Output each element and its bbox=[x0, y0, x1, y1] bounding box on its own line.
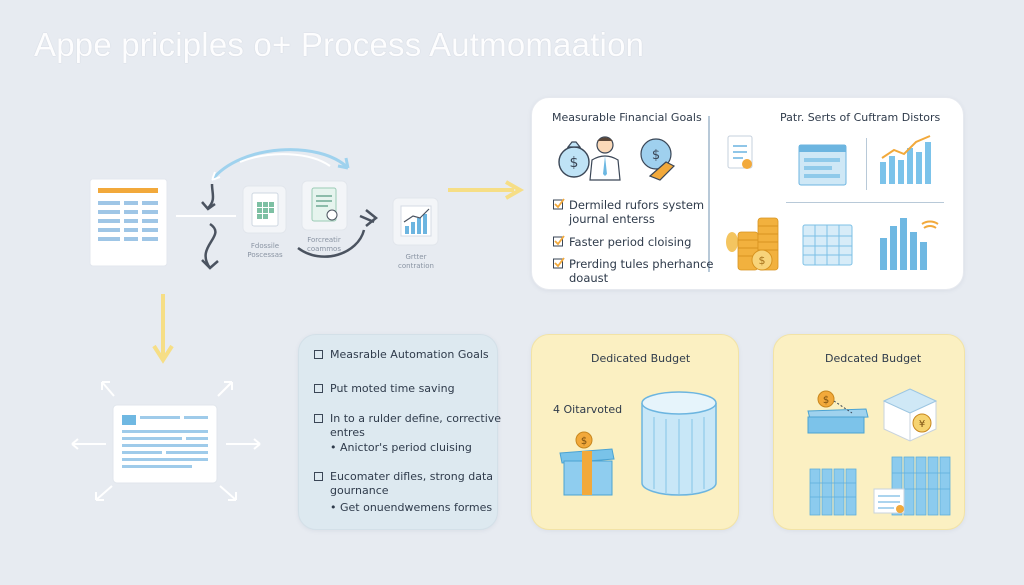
automation-goals-card: Measrable Automation Goals Put moted tim… bbox=[298, 334, 501, 530]
automation-item-4-text: Anictor's period cluising bbox=[340, 441, 472, 454]
budget-card-1: Dedicated Budget 4 Oitarvoted $ bbox=[531, 334, 739, 530]
browser-window-icon bbox=[798, 144, 847, 186]
bar-chart-icon bbox=[880, 218, 939, 270]
expanding-document-icon bbox=[71, 381, 261, 501]
report-document-icon bbox=[727, 135, 753, 169]
checkbox-icon bbox=[314, 384, 323, 393]
goals-item-1-line2: journal enterss bbox=[569, 212, 655, 226]
automation-item-2: Put moted time saving bbox=[330, 382, 455, 395]
card-divider-vertical bbox=[708, 116, 710, 272]
down-arrow-icon bbox=[201, 183, 219, 270]
card-divider-horizontal bbox=[786, 202, 944, 203]
flow-label-2-line1: Forcreatir bbox=[307, 236, 341, 244]
budget-card-2-title: Dedcated Budget bbox=[825, 352, 922, 365]
goals-heading-left: Measurable Financial Goals bbox=[552, 111, 702, 124]
checkbox-icon bbox=[314, 414, 323, 423]
card-divider-vertical-2 bbox=[866, 138, 867, 190]
document-icon bbox=[242, 185, 287, 234]
goals-item-1: Dermiled rufors system journal enterss bbox=[569, 198, 704, 226]
money-bag-icon: $ bbox=[558, 141, 590, 178]
check-icon bbox=[553, 198, 565, 210]
automation-item-3: In to a rulder define, corrective entres bbox=[330, 412, 501, 440]
check-icon bbox=[553, 235, 565, 247]
arrow-right-icon bbox=[448, 180, 525, 200]
money-hand-icon: $ bbox=[640, 138, 676, 181]
stacked-bars-icon bbox=[809, 456, 951, 516]
curved-arrow-icon bbox=[210, 148, 350, 181]
flow-label-3-line2: contration bbox=[398, 262, 434, 270]
money-tray-icon: $ bbox=[807, 390, 869, 434]
flow-label-1: Fdossile Poscessas bbox=[240, 242, 290, 260]
budget-card-2: Dedcated Budget $ ¥ bbox=[773, 334, 965, 530]
automation-item-6-text: Get onuendwemens formes bbox=[340, 501, 493, 514]
automation-item-5: Eucomater difles, strong data gournance bbox=[330, 470, 493, 498]
calendar-icon bbox=[802, 224, 853, 266]
arrow-down-icon bbox=[152, 294, 174, 364]
automation-item-3-line1: In to a rulder define, corrective bbox=[330, 412, 502, 425]
flow-label-2: Forcreatir coammos bbox=[296, 236, 352, 254]
svg-text:¥: ¥ bbox=[919, 419, 925, 430]
svg-text:$: $ bbox=[652, 148, 660, 163]
automation-item-5-line2: gournance bbox=[330, 484, 389, 497]
budget-card-1-label: 4 Oitarvoted bbox=[553, 403, 623, 416]
goals-item-1-line1: Dermiled rufors system bbox=[569, 198, 705, 212]
person-icon bbox=[589, 136, 621, 181]
goals-heading-right: Patr. Serts of Cuftram Distors bbox=[780, 111, 941, 124]
svg-text:$: $ bbox=[823, 395, 829, 406]
svg-text:$: $ bbox=[570, 155, 579, 171]
coin-stack-icon: $ bbox=[726, 217, 779, 271]
page-title: Appe priciples o+ Process Autmomaation bbox=[34, 26, 645, 63]
check-icon bbox=[553, 257, 565, 269]
right-curve-arrow-icon bbox=[297, 209, 379, 258]
flow-label-2-line2: coammos bbox=[307, 245, 341, 253]
flow-label-1-line2: Poscessas bbox=[247, 251, 283, 259]
financial-goals-card: Measurable Financial Goals Patr. Serts o… bbox=[531, 97, 964, 290]
checkbox-icon bbox=[314, 472, 323, 481]
svg-text:$: $ bbox=[581, 436, 587, 447]
cube-icon: ¥ bbox=[882, 388, 938, 442]
automation-item-1: Measrable Automation Goals bbox=[330, 348, 489, 361]
cylinder-icon bbox=[641, 391, 717, 496]
invoice-icon bbox=[301, 180, 348, 231]
goals-item-3-line1: Prerding tules pherhance bbox=[569, 257, 714, 271]
automation-item-6: • Get onuendwemens formes bbox=[330, 501, 493, 514]
chart-icon bbox=[392, 197, 439, 246]
spreadsheet-icon bbox=[89, 178, 168, 267]
connector-line bbox=[176, 215, 236, 217]
trend-bar-chart-icon bbox=[880, 135, 931, 184]
flow-label-1-line1: Fdossile bbox=[250, 242, 280, 250]
flow-label-3-line1: Grtter bbox=[405, 253, 427, 261]
checkbox-icon bbox=[314, 350, 323, 359]
automation-item-5-line1: Eucomater difles, strong data bbox=[330, 470, 493, 483]
budget-card-1-title: Dedicated Budget bbox=[591, 352, 691, 365]
flow-label-3: Grtter contration bbox=[388, 253, 444, 271]
goals-item-2: Faster period cloising bbox=[569, 235, 692, 249]
automation-item-3-line2: entres bbox=[330, 426, 365, 439]
goals-item-3: Prerding tules pherhance doaust bbox=[569, 257, 713, 285]
goals-item-3-line2: doaust bbox=[569, 271, 609, 285]
svg-text:$: $ bbox=[759, 254, 766, 267]
automation-item-4: • Anictor's period cluising bbox=[330, 441, 472, 454]
gift-box-icon: $ bbox=[559, 431, 615, 496]
